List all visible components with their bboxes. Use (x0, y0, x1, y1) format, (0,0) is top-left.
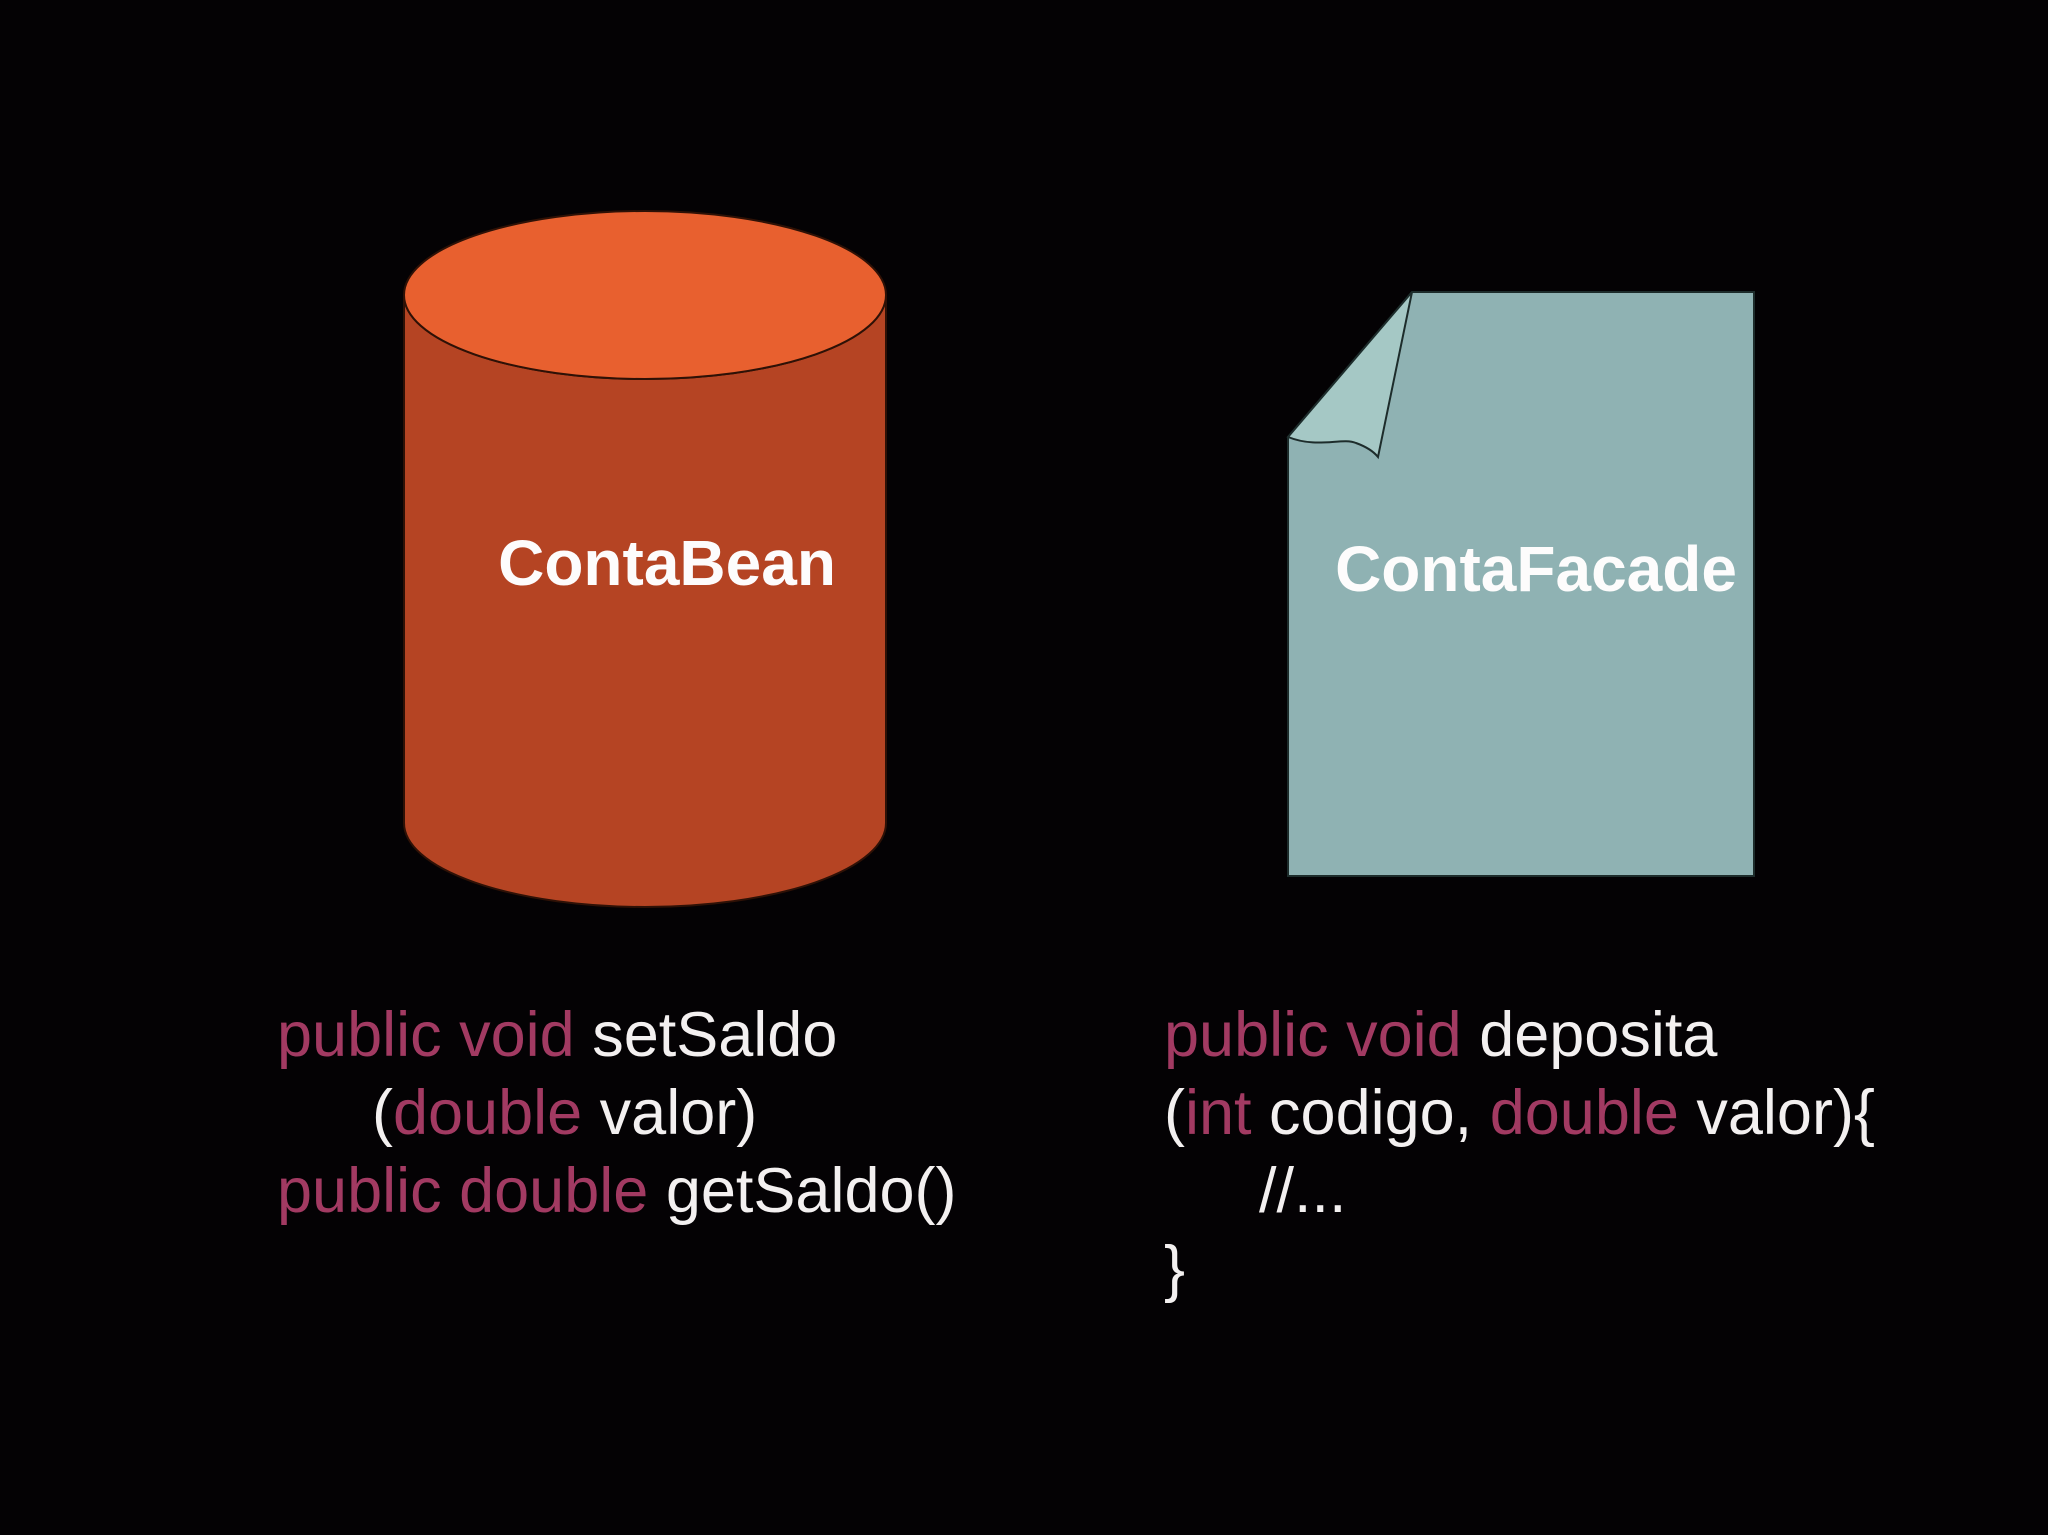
document-folded-corner (1286, 291, 1413, 460)
code-keyword: double (392, 1078, 583, 1148)
cylinder-body (403, 294, 887, 908)
code-line: //... (1164, 1152, 1875, 1230)
code-text: ( (372, 1078, 393, 1148)
code-keyword: public void (1164, 1000, 1480, 1070)
document-title: ContaFacade (1335, 533, 1737, 605)
cylinder-title: ContaBean (498, 527, 836, 599)
code-text: ( (1164, 1078, 1185, 1148)
document-shape (1286, 291, 1755, 877)
code-text: setSaldo (592, 1000, 838, 1070)
code-line: public void setSaldo (277, 996, 956, 1074)
code-line: (int codigo, double valor){ (1164, 1074, 1875, 1152)
code-text: valor) (582, 1078, 758, 1148)
code-text: valor){ (1678, 1078, 1875, 1148)
code-text: codigo, (1251, 1078, 1490, 1148)
code-text: //... (1259, 1156, 1347, 1226)
cylinder-top-ellipse (403, 210, 887, 380)
database-cylinder-shape (403, 210, 887, 908)
code-keyword: double (1489, 1078, 1679, 1148)
code-text: deposita (1479, 1000, 1718, 1070)
code-line: public void deposita (1164, 996, 1875, 1074)
code-line: } (1164, 1230, 1875, 1308)
code-text: } (1164, 1234, 1186, 1304)
code-keyword: public void (277, 1000, 593, 1070)
code-text: getSaldo() (665, 1156, 957, 1226)
code-keyword: int (1184, 1078, 1252, 1148)
code-line: (double valor) (277, 1074, 956, 1152)
left-code-block: public void setSaldo(double valor)public… (277, 996, 956, 1230)
code-line: public double getSaldo() (277, 1152, 956, 1230)
right-code-block: public void deposita(int codigo, double … (1164, 996, 1875, 1308)
code-keyword: public double (277, 1156, 666, 1226)
